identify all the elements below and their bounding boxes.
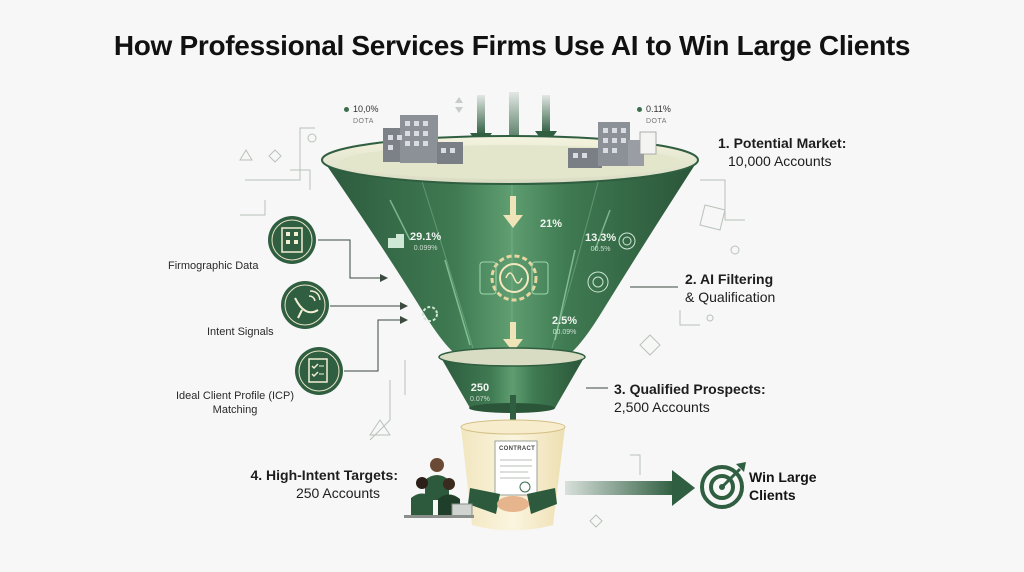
outcome-label: Win Large Clients bbox=[749, 468, 817, 504]
stage-2-label: 2. AI Filtering & Qualification bbox=[685, 270, 775, 306]
stage-2-subtitle: & Qualification bbox=[685, 289, 776, 305]
stage-2-title: 2. AI Filtering bbox=[685, 271, 774, 287]
firmographic-building-icon bbox=[268, 216, 316, 264]
decorative-lines bbox=[239, 127, 745, 528]
stage-4-count: 250 Accounts bbox=[295, 485, 380, 501]
business-team-icon bbox=[404, 458, 474, 518]
stat-sub: DOTA bbox=[353, 118, 374, 125]
funnel-stat-b: 21% bbox=[540, 218, 563, 230]
stat-left-top: 10,0% DOTA bbox=[344, 104, 379, 127]
stage-3-title: 3. Qualified Prospects: bbox=[614, 381, 766, 397]
checklist-icon bbox=[295, 347, 343, 395]
building-icon bbox=[383, 115, 463, 164]
outcome-line-2: Clients bbox=[749, 487, 796, 503]
contract-icon bbox=[494, 440, 538, 496]
icp-line-2: Matching bbox=[212, 404, 258, 416]
ai-brain-gear-icon bbox=[479, 254, 549, 302]
icp-line-1: Ideal Client Profile (ICP) bbox=[176, 390, 294, 402]
funnel-stat-a: 29.1% 0.099% bbox=[410, 231, 442, 253]
input-connectors bbox=[318, 239, 400, 372]
funnel-stat-c: 13.3% 00.5% bbox=[585, 232, 617, 254]
funnel-stat-d: 2.5% 00.09% bbox=[552, 315, 578, 337]
stat-value: 10,0% bbox=[353, 104, 379, 114]
flow-arrow bbox=[503, 196, 523, 352]
gear-icon bbox=[422, 306, 438, 322]
stage-3-label: 3. Qualified Prospects: 2,500 Accounts bbox=[614, 380, 766, 416]
funnel-body bbox=[323, 160, 698, 360]
funnel-qualified-section bbox=[440, 356, 585, 408]
contract-label: CONTRACT bbox=[499, 446, 536, 452]
building-icon bbox=[388, 234, 404, 248]
outcome-arrow bbox=[565, 470, 695, 506]
funnel-stat-e: 250 0.07% bbox=[470, 382, 490, 404]
firmographic-label: Firmographic Data bbox=[168, 260, 259, 272]
satellite-dish-icon bbox=[281, 281, 329, 329]
stat-sub: DOTA bbox=[646, 118, 667, 125]
stage-leaders bbox=[586, 286, 678, 389]
target-icon bbox=[587, 232, 636, 293]
connector-arrowheads bbox=[380, 274, 408, 324]
intent-signals-label: Intent Signals bbox=[207, 326, 274, 338]
stage-4-title: 4. High-Intent Targets: bbox=[250, 467, 398, 483]
stat-right-top: 0.11% DOTA bbox=[637, 104, 671, 127]
stage-1-label: 1. Potential Market: 10,000 Accounts bbox=[718, 134, 846, 170]
stage-1-count: 10,000 Accounts bbox=[728, 153, 832, 169]
funnel-glow-streaks bbox=[389, 199, 611, 346]
handshake-icon bbox=[468, 488, 557, 514]
page-title: How Professional Services Firms Use AI t… bbox=[113, 30, 911, 61]
stat-value: 0.11% bbox=[646, 104, 671, 114]
stage-4-label: 4. High-Intent Targets: 250 Accounts bbox=[243, 466, 398, 502]
building-icon bbox=[568, 122, 657, 168]
stage-3-count: 2,500 Accounts bbox=[614, 399, 710, 415]
bullet-icon bbox=[637, 107, 642, 113]
stage-1-title: 1. Potential Market: bbox=[718, 135, 847, 151]
bullet-icon bbox=[344, 107, 349, 113]
outcome-line-1: Win Large bbox=[749, 469, 817, 485]
icp-matching-label: Ideal Client Profile (ICP) Matching bbox=[160, 389, 310, 417]
target-icon bbox=[700, 462, 746, 509]
